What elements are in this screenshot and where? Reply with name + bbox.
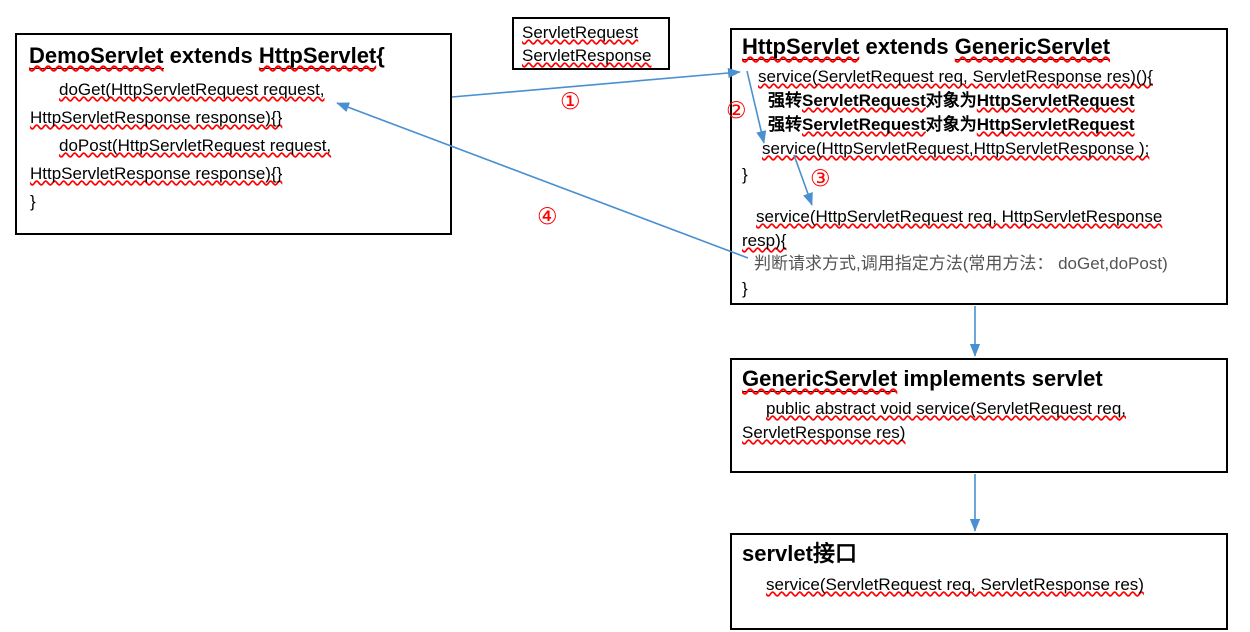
marker-3: ③ — [810, 166, 831, 192]
http-servlet-box[interactable]: HttpServlet extends GenericServlet servi… — [730, 28, 1228, 305]
cast-2-prefix: 强转 — [768, 115, 802, 134]
http-servlet-header-mid: extends — [859, 34, 955, 59]
param-note-box[interactable]: ServletRequest ServletResponse — [512, 17, 670, 70]
generic-servlet-header-rest: implements servlet — [897, 366, 1103, 391]
http-servlet-http-service-signature-a: service(HttpServletRequest req, HttpServ… — [756, 207, 1163, 226]
marker-4: ④ — [537, 204, 558, 230]
servlet-interface-line-1: service(ServletRequest req, ServletRespo… — [766, 575, 1144, 594]
demo-servlet-header-brace: { — [376, 43, 385, 68]
cast-2-from-type: ServletRequest — [802, 115, 926, 134]
demo-servlet-line-1: doGet(HttpServletRequest request, — [59, 80, 325, 99]
servlet-interface-header: servlet接口 — [742, 543, 857, 565]
http-servlet-header-super: GenericServlet — [954, 34, 1111, 60]
http-servlet-header: HttpServlet extends GenericServlet — [742, 34, 1111, 60]
generic-servlet-header: GenericServlet implements servlet — [742, 366, 1103, 392]
http-servlet-close-brace-2: } — [742, 279, 748, 298]
http-servlet-service-call: service(HttpServletRequest,HttpServletRe… — [762, 139, 1150, 158]
demo-servlet-line-2: HttpServletResponse response){} — [30, 108, 283, 127]
cast-2-mid: 对象为 — [925, 115, 977, 134]
marker-1: ① — [560, 89, 581, 115]
demo-servlet-header-mid: extends — [163, 43, 259, 68]
cast-1-prefix: 强转 — [768, 91, 802, 110]
generic-servlet-box[interactable]: GenericServlet implements servlet public… — [730, 358, 1228, 473]
http-servlet-cast-line-2: 强转ServletRequest对象为HttpServletRequest — [768, 116, 1135, 133]
servlet-interface-header-name: servlet — [742, 541, 813, 566]
marker-2: ② — [726, 98, 747, 124]
demo-servlet-line-4: HttpServletResponse response){} — [30, 164, 283, 183]
servlet-interface-box[interactable]: servlet接口 service(ServletRequest req, Se… — [730, 533, 1228, 630]
cast-2-to-type: HttpServletRequest — [976, 115, 1135, 134]
servlet-interface-header-cjk: 接口 — [812, 541, 857, 566]
demo-servlet-header-super: HttpServlet — [258, 43, 377, 69]
demo-servlet-line-3: doPost(HttpServletRequest request, — [59, 136, 332, 155]
cast-1-from-type: ServletRequest — [802, 91, 926, 110]
http-servlet-dispatch-note: 判断请求方式,调用指定方法(常用方法： doGet,doPost) — [754, 255, 1168, 272]
demo-servlet-box[interactable]: DemoServlet extends HttpServlet{ doGet(H… — [15, 33, 452, 235]
param-note-line-1: ServletRequest — [522, 23, 639, 42]
demo-servlet-header-class: DemoServlet — [29, 43, 164, 69]
cast-1-mid: 对象为 — [925, 91, 977, 110]
http-servlet-header-class: HttpServlet — [742, 34, 860, 60]
generic-servlet-line-2: ServletResponse res) — [742, 423, 906, 442]
demo-servlet-line-5: } — [30, 192, 36, 211]
param-note-line-2: ServletResponse — [522, 46, 652, 65]
demo-servlet-header: DemoServlet extends HttpServlet{ — [29, 43, 385, 69]
http-servlet-close-brace-1: } — [742, 165, 748, 184]
http-servlet-cast-line-1: 强转ServletRequest对象为HttpServletRequest — [768, 92, 1135, 109]
http-servlet-http-service-signature-b: resp){ — [742, 231, 787, 250]
generic-servlet-line-1: public abstract void service(ServletRequ… — [766, 399, 1126, 418]
arrow-1-demo-to-service — [451, 67, 741, 98]
generic-servlet-header-class: GenericServlet — [742, 366, 898, 392]
dispatch-note-text: 判断请求方式,调用指定方法(常用方法： doGet,doPost) — [754, 254, 1168, 273]
cast-1-to-type: HttpServletRequest — [976, 91, 1135, 110]
http-servlet-service-signature: service(ServletRequest req, ServletRespo… — [758, 67, 1153, 86]
